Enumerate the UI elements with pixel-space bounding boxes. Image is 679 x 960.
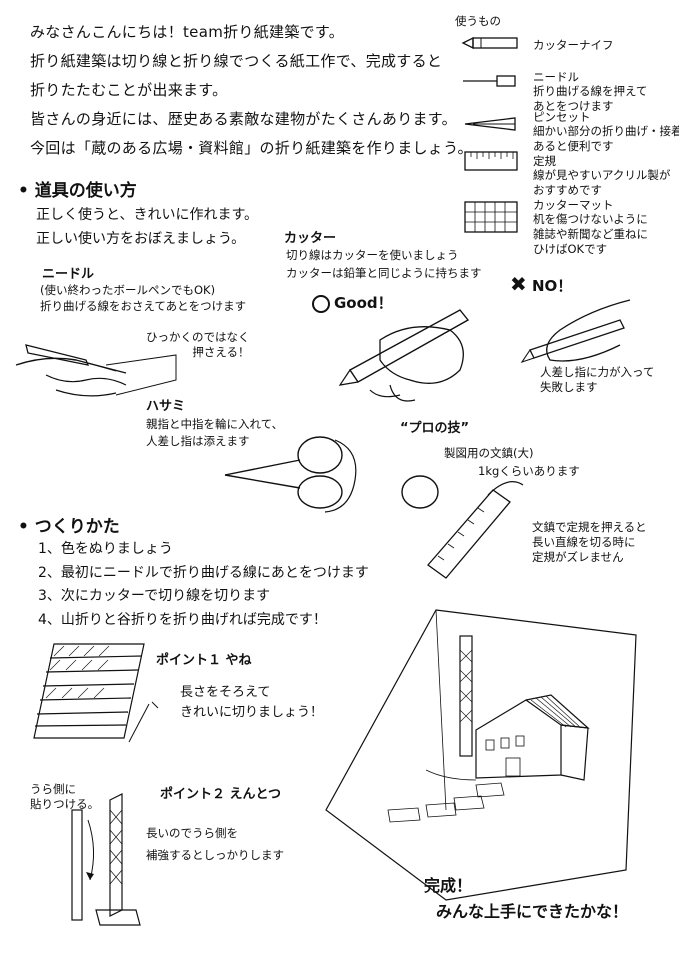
usage-line-1: 正しく使うと、きれいに作れます。: [36, 207, 259, 223]
no-note: 人差し指に力が入って 失敗します: [540, 365, 655, 394]
intro-line-5: 今回は「蔵のある広場・資料館」の折り紙建築を作りましょう。: [30, 139, 473, 157]
cutter-knife-icon: [461, 36, 518, 50]
paperweight-ruler-illustration: [401, 475, 524, 579]
tool-ruler-name: 定規: [533, 154, 556, 168]
needle-hand-illustration: [15, 344, 177, 397]
intro-line-2: 折り紙建築は切り線と折り線でつくる紙工作で、完成すると: [30, 52, 443, 70]
roof-stripes-illustration: [33, 643, 159, 743]
chimney-illustration: [71, 793, 141, 926]
done-title: 完成！: [424, 876, 473, 895]
tool-mat-name: カッターマット: [533, 198, 614, 212]
tool-ruler-desc: 線が見やすいアクリル製が おすすめです: [533, 168, 671, 197]
bullet-icon: •: [18, 517, 29, 537]
ruler-icon: [464, 151, 518, 171]
needle-note-1: (使い終わったボールペンでもOK): [40, 283, 216, 297]
scissors-line-2: 人差し指は添えます: [146, 434, 250, 448]
step-1: 1、色をぬりましょう: [38, 541, 173, 557]
point1-line-2: きれいに切りましょう！: [180, 705, 324, 720]
cutter-good-illustration: [338, 309, 470, 402]
howto-heading: • つくりかた: [18, 512, 120, 537]
cutter-line-2: カッターは鉛筆と同じように持ちます: [286, 266, 482, 280]
no-text: NO！: [532, 277, 573, 295]
step-3: 3、次にカッターで切り線を切ります: [38, 588, 271, 604]
done-subtitle: みんな上手にできたかな！: [436, 902, 629, 921]
tool-tweezers-name: ピンセット: [533, 110, 591, 124]
good-text: Good！: [334, 294, 393, 312]
cross-icon: ✖: [510, 272, 527, 296]
point1-title: ポイント１ やね: [156, 653, 252, 668]
tool-mat-desc: 机を傷つけないように 雑誌や新聞など重ねに ひけばOKです: [533, 212, 648, 256]
bullet-icon: •: [18, 181, 29, 201]
tools-heading: 使うもの: [455, 14, 501, 28]
cutter-title: カッター: [284, 231, 337, 246]
scissors-title: ハサミ: [146, 399, 186, 414]
good-label: Good！: [312, 292, 393, 313]
needle-title: ニードル: [42, 267, 95, 282]
tool-tweezers-desc: 細かい部分の折り曲げ・接着に あると便利です: [533, 124, 679, 153]
no-label: ✖ NO！: [510, 272, 572, 296]
point2-line-2: 補強するとしっかりします: [146, 848, 284, 862]
usage-heading-text: 道具の使い方: [34, 181, 137, 201]
point2-line-1: 長いのでうら側を: [146, 826, 238, 840]
usage-heading: • 道具の使い方: [18, 176, 137, 201]
pro-line-2: 1kgくらいあります: [478, 464, 580, 478]
pro-title: “プロの技”: [400, 421, 470, 436]
completed-model-illustration: [325, 609, 637, 901]
needle-icon: [463, 75, 516, 87]
tweezers-icon: [464, 117, 516, 131]
tool-needle-name: ニードル: [533, 70, 579, 84]
cutter-line-1: 切り線はカッターを使いましょう: [286, 248, 459, 262]
usage-line-2: 正しい使い方をおぼえましょう。: [36, 231, 246, 247]
pro-line-1: 製図用の文鎮(大): [444, 446, 534, 460]
scissors-illustration: [224, 436, 357, 513]
good-circle-icon: [312, 294, 330, 313]
tools-list: カッターナイフ ニードル 折り曲げる線を押えて あとをつけます ピンセット 細か…: [461, 30, 679, 260]
point1-line-1: 長さをそろえて: [180, 685, 271, 700]
step-4: 4、山折りと谷折りを折り曲げれば完成です！: [38, 611, 327, 628]
intro-line-4: 皆さんの身近には、歴史ある素敵な建物がたくさんあります。: [30, 110, 457, 128]
intro-line-1: みなさんこんにちは！team折り紙建築です。: [30, 23, 345, 41]
tool-needle-desc: 折り曲げる線を押えて あとをつけます: [533, 84, 648, 113]
needle-tip: ひっかくのではなく 押さえる！: [146, 330, 250, 359]
point2-side: うら側に 貼りつける。: [30, 782, 100, 811]
step-2: 2、最初にニードルで折り曲げる線にあとをつけます: [38, 564, 369, 581]
howto-heading-text: つくりかた: [34, 517, 120, 537]
cutter-no-illustration: [520, 299, 631, 364]
intro-line-3: 折りたたむことが出来ます。: [30, 81, 228, 99]
intro-text: みなさんこんにちは！team折り紙建築です。 折り紙建築は切り線と折り線でつくる…: [30, 18, 473, 163]
needle-note-2: 折り曲げる線をおさえてあとをつけます: [40, 299, 247, 313]
cutting-mat-icon: [464, 201, 518, 233]
scissors-line-1: 親指と中指を輪に入れて、: [146, 417, 284, 431]
point2-title: ポイント２ えんとつ: [160, 787, 282, 802]
howto-steps: 1、色をぬりましょう 2、最初にニードルで折り曲げる線にあとをつけます 3、次に…: [38, 538, 369, 632]
pro-note: 文鎮で定規を押えると 長い直線を切る時に 定規がズレません: [532, 520, 647, 564]
tool-cutter-name: カッターナイフ: [533, 38, 614, 52]
